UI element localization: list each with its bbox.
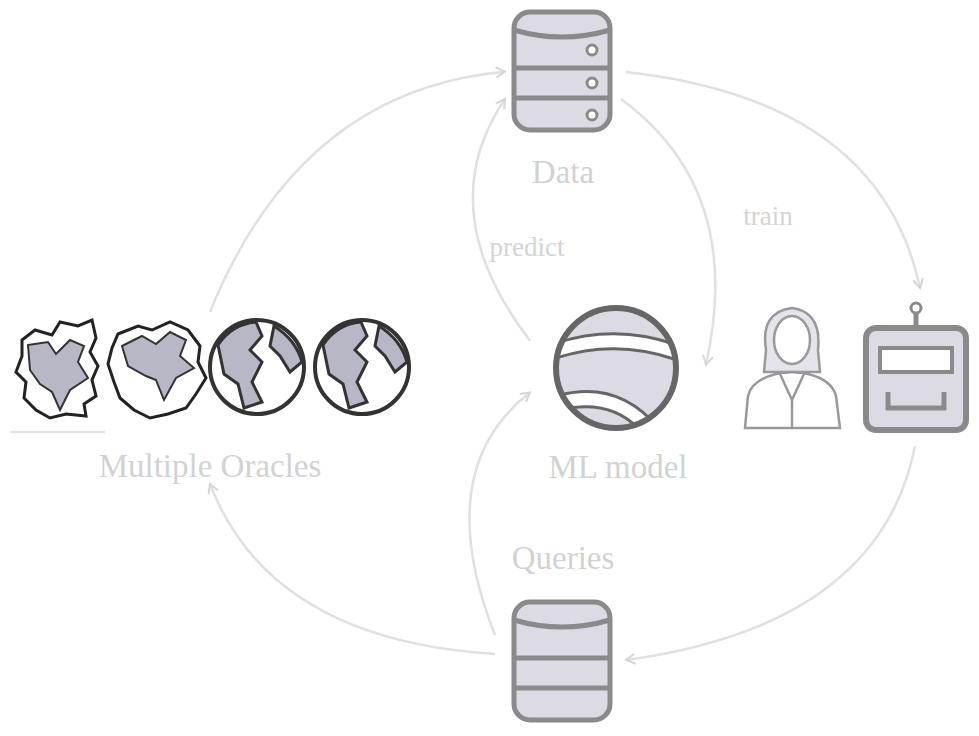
model-sphere [550, 308, 690, 430]
flow-arrow [621, 99, 715, 365]
edge-label: predict [490, 232, 565, 263]
database-icon [514, 602, 610, 720]
flow-arrow [210, 484, 495, 654]
database-node: Queries [495, 540, 631, 730]
rough-globe [16, 320, 98, 418]
database-icon [514, 12, 610, 130]
flow-arrow [469, 393, 530, 636]
globe-icon [210, 320, 304, 414]
rough-globe [108, 322, 206, 418]
edge-label: train [743, 201, 792, 232]
robot-icon [866, 303, 966, 430]
flow-arrow [210, 72, 505, 312]
node-label: Multiple Oracles [99, 448, 322, 484]
globe-icon [315, 320, 409, 414]
model-node: ML model [530, 300, 706, 485]
database-node: Data [505, 8, 621, 190]
node-label: ML model [548, 449, 687, 485]
flow-arrow [473, 99, 530, 341]
flow-arrow [626, 72, 920, 288]
node-label: Data [532, 154, 594, 190]
person-icon [745, 308, 840, 428]
oracle-group: Multiple Oracles [10, 312, 410, 484]
node-label: Queries [512, 540, 615, 576]
underline [10, 431, 105, 433]
